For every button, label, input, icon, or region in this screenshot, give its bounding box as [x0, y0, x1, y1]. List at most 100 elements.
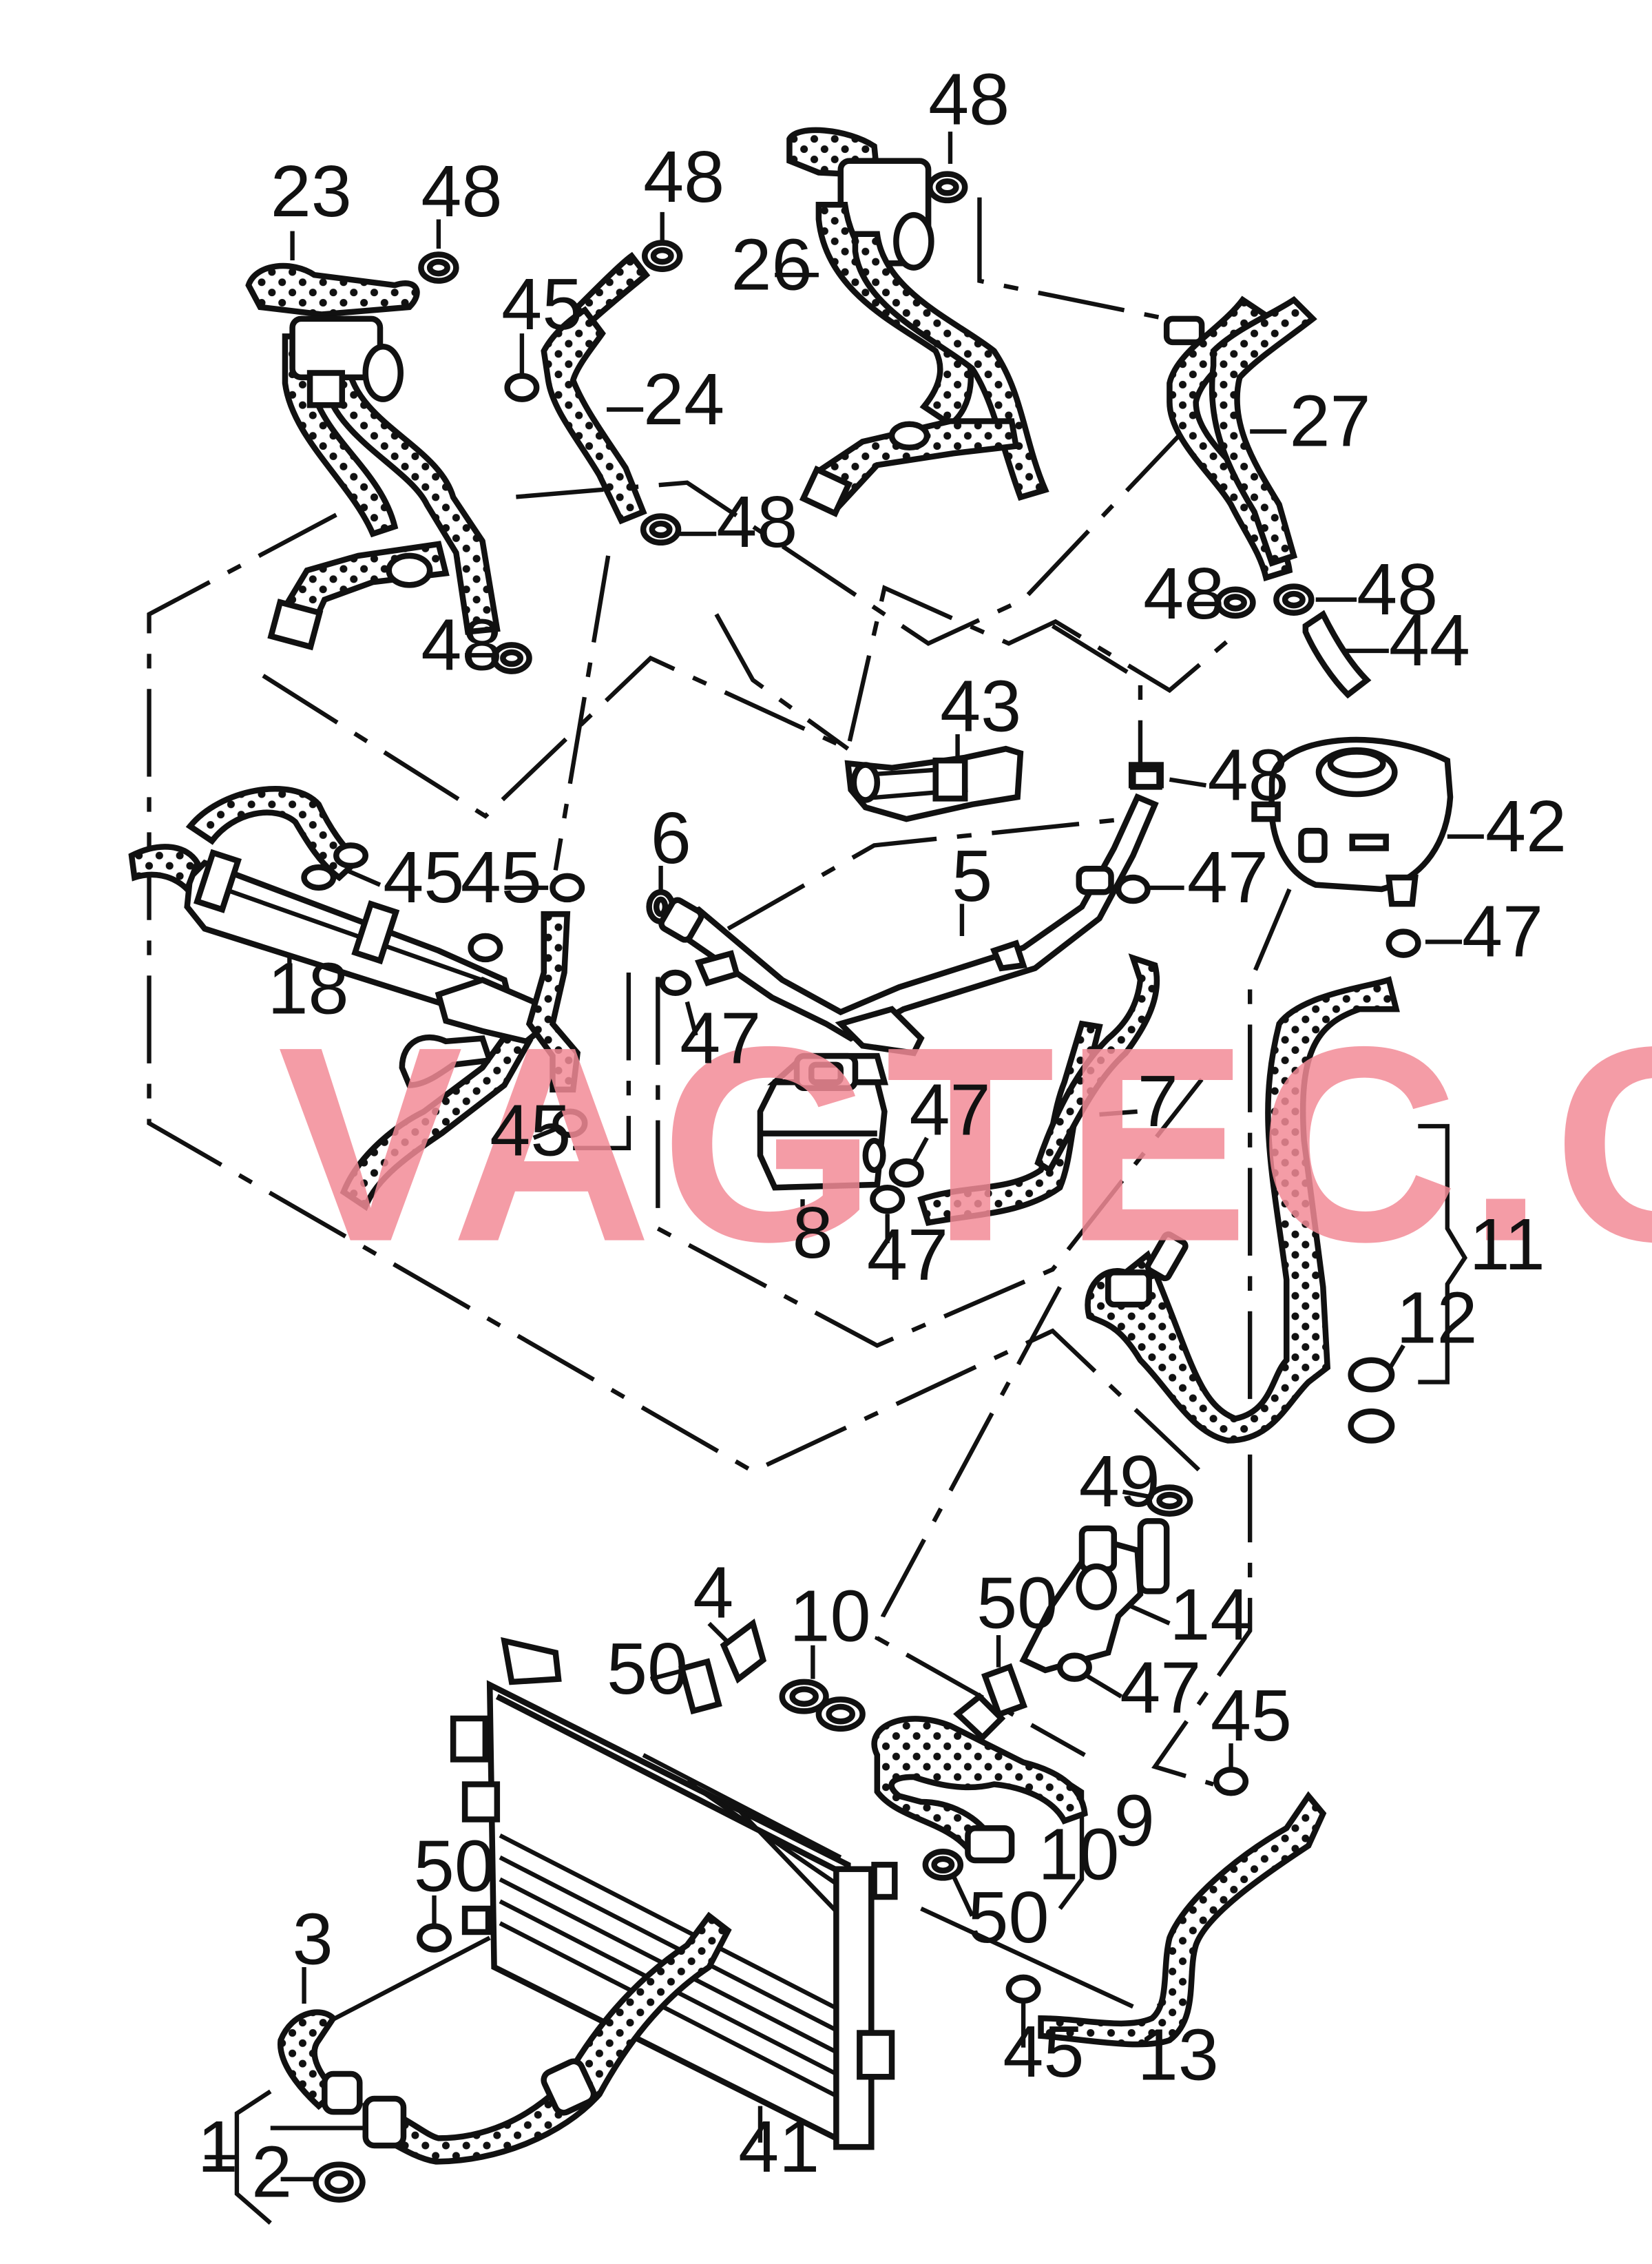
- callout-48: 48: [643, 136, 724, 218]
- group-line-6-to-5: [726, 816, 1127, 931]
- clamp-10-a: [779, 1679, 829, 1714]
- callout-9: 9: [1114, 1780, 1155, 1862]
- clamp-49: [1146, 1484, 1193, 1517]
- callout-47: 47: [910, 1070, 991, 1151]
- callout-11: 11: [1470, 1204, 1545, 1285]
- callout-23: 23: [271, 151, 352, 232]
- callout-43: 43: [940, 666, 1021, 747]
- clamp-47-a: [659, 969, 692, 997]
- callout-48: 48: [421, 151, 502, 232]
- clamp-50-left: [417, 1923, 452, 1953]
- clamp-47-c: [1386, 928, 1421, 958]
- radiator-hose-1: [362, 1911, 732, 2165]
- clamp-47-b: [1115, 874, 1151, 904]
- clamp-47-f: [1056, 1652, 1092, 1682]
- coolant-hoses-27: [1163, 295, 1317, 582]
- callout-50: 50: [968, 1877, 1049, 1958]
- retainer-50a: [678, 1658, 722, 1715]
- radiator-hose-3: [278, 2009, 363, 2115]
- clamp-48-top-valve: [926, 171, 968, 204]
- callout-labels: 23 48 48 48 45 24 26 27 48 48 48 48 44 4…: [198, 59, 1567, 2212]
- hose-clamps: [301, 171, 1421, 2203]
- callout-41: 41: [738, 2106, 819, 2188]
- watermark: VAGTEC.COM.UA: [278, 990, 1652, 1300]
- heater-valve-assembly-23: [245, 262, 501, 651]
- clamp-12: [1348, 1357, 1395, 1444]
- callout-18: 18: [268, 948, 349, 1029]
- group-boundary-lines: [147, 197, 1292, 1903]
- callout-14: 14: [1169, 1574, 1251, 1655]
- clamp-48-right-a: [1215, 586, 1256, 619]
- group-line-14: [875, 1286, 1086, 1757]
- oil-cooler-8: [757, 1052, 889, 1191]
- callout-7: 7: [1138, 1061, 1178, 1142]
- expansion-tank-42: [1251, 736, 1454, 907]
- clamp-50-mid: [922, 1848, 964, 1881]
- bracket-4: [720, 1618, 767, 1684]
- callout-45: 45: [1003, 2011, 1084, 2092]
- callout-48: 48: [716, 481, 797, 563]
- clamp-45-bottom: [1005, 1974, 1041, 2004]
- callout-47: 47: [680, 998, 761, 1079]
- callout-4: 4: [693, 1552, 733, 1633]
- heater-valve-assembly-26: [786, 127, 1049, 518]
- clamp-48-reservoir: [1130, 766, 1162, 790]
- coolant-hose-44: [1302, 610, 1372, 699]
- callout-49: 49: [1079, 1441, 1160, 1522]
- callout-45: 45: [461, 837, 542, 918]
- callout-45: 45: [490, 1090, 571, 1171]
- clamp-45-left-a: [301, 864, 337, 891]
- callout-50: 50: [414, 1826, 495, 1907]
- clamp-48-top-center: [642, 240, 683, 272]
- clamp-45-center-b: [468, 933, 503, 963]
- callout-1: 1: [198, 2106, 238, 2188]
- clamp-45-top: [504, 373, 540, 402]
- callout-48: 48: [1208, 734, 1289, 816]
- callout-48: 48: [1357, 549, 1438, 630]
- callout-45: 45: [383, 837, 464, 918]
- coolant-hose-7: [917, 953, 1160, 1226]
- coolant-hose-9: [871, 1692, 1088, 1864]
- group-line-clamp-45: [563, 973, 631, 1151]
- clamp-47-d: [888, 1158, 924, 1188]
- clamp-2: [313, 2161, 366, 2203]
- callout-10: 10: [1038, 1814, 1119, 1896]
- group-line-valve-26: [977, 197, 1182, 324]
- clamp-45-left-b: [333, 842, 368, 869]
- callout-24: 24: [643, 359, 724, 440]
- clamp-47-e: [870, 1184, 906, 1214]
- coolant-hose-24: [541, 251, 651, 525]
- callout-27: 27: [1289, 381, 1370, 462]
- callout-50: 50: [607, 1628, 688, 1710]
- clamp-48-left: [491, 642, 532, 674]
- callout-10: 10: [789, 1575, 870, 1657]
- callout-44: 44: [1389, 600, 1470, 681]
- clamp-48-mid: [640, 513, 682, 546]
- callout-45: 45: [501, 264, 583, 345]
- coolant-pipe-43: [844, 745, 1024, 822]
- group-line-left-heater: [147, 512, 1201, 1474]
- clamp-48-top-left: [418, 251, 459, 284]
- callout-48: 48: [421, 605, 502, 686]
- callout-3: 3: [293, 1899, 333, 1980]
- group-line-11-reservoir: [1151, 888, 1292, 1787]
- group-line-5-to-8: [656, 977, 1204, 1349]
- callout-47: 47: [1187, 837, 1268, 918]
- coolant-flange-14: [1019, 1518, 1170, 1674]
- callout-48: 48: [928, 59, 1010, 140]
- callout-5: 5: [952, 835, 992, 917]
- callout-47: 47: [1120, 1647, 1201, 1728]
- retainer-50b: [981, 1663, 1028, 1718]
- callout-2: 2: [251, 2131, 292, 2212]
- group-line-center: [262, 585, 1230, 819]
- group-line-24-to-18: [553, 555, 611, 871]
- clamp-45-center: [550, 873, 585, 903]
- parts: [128, 127, 1454, 2165]
- clamp-45-right: [1213, 1767, 1249, 1796]
- callout-50: 50: [976, 1562, 1058, 1643]
- coolant-hose-13: [1038, 1791, 1327, 2048]
- callout-13: 13: [1138, 2014, 1219, 2095]
- callout-12: 12: [1396, 1277, 1477, 1358]
- callout-47: 47: [1462, 891, 1543, 973]
